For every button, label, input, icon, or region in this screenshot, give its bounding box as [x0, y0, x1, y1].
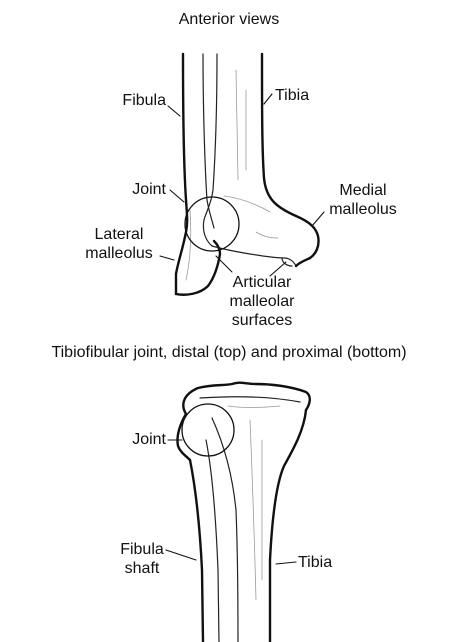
- proximal-shading-2: [228, 406, 280, 408]
- distal-fibula-outline: [176, 54, 187, 294]
- articular-label-line1: Articular: [214, 273, 310, 292]
- distal-tibia-lateral-edge: [203, 54, 217, 246]
- joint-leader: [170, 190, 184, 202]
- distal-joint-label: Joint: [90, 180, 166, 199]
- proximal-joint-label: Joint: [88, 430, 166, 449]
- distal-joint-circle: [185, 197, 239, 251]
- articular-surfaces-label: Articular malleolar surfaces: [214, 273, 310, 330]
- distal-shading-1: [236, 70, 238, 180]
- tibia-plateau-inner: [200, 397, 300, 402]
- articular-label-line2: malleolar: [214, 292, 310, 311]
- distal-tibia-medial-edge: [262, 54, 319, 258]
- medial-malleolus-label-line2: malleolus: [314, 200, 412, 219]
- tibia-label: Tibia: [275, 86, 355, 105]
- proximal-shading-1: [250, 420, 256, 600]
- lateral-malleolus-label: Lateral malleolus: [74, 225, 164, 263]
- proximal-view: [166, 383, 310, 642]
- tibia-leader: [264, 94, 272, 104]
- fibula-label: Fibula: [86, 91, 166, 110]
- fibula-shaft-label: Fibula shaft: [112, 540, 172, 578]
- fibula-leader: [168, 106, 180, 116]
- figure-caption: Tibiofibular joint, distal (top) and pro…: [0, 343, 458, 362]
- fibula-shaft-label-line2: shaft: [112, 559, 172, 578]
- fibula-shaft-label-line1: Fibula: [112, 540, 172, 559]
- distal-fibula-inner-edge: [203, 54, 214, 228]
- medial-malleolus-tip: [296, 258, 310, 266]
- medial-malleolus-label-line1: Medial: [314, 181, 412, 200]
- top-view-title: Anterior views: [129, 10, 329, 29]
- distal-shading-4: [256, 232, 278, 238]
- fibula-shaft-outer: [190, 460, 203, 642]
- fibula-shaft-inner: [206, 440, 219, 642]
- proximal-tibia-leader: [276, 562, 296, 564]
- medial-malleolus-label: Medial malleolus: [314, 181, 412, 219]
- lateral-malleolus-label-line2: malleolus: [74, 244, 164, 263]
- proximal-tibia-medial-edge: [270, 410, 306, 642]
- lateral-malleolus-label-line1: Lateral: [74, 225, 164, 244]
- proximal-tibia-label: Tibia: [298, 553, 358, 572]
- articular-label-line3: surfaces: [214, 311, 310, 330]
